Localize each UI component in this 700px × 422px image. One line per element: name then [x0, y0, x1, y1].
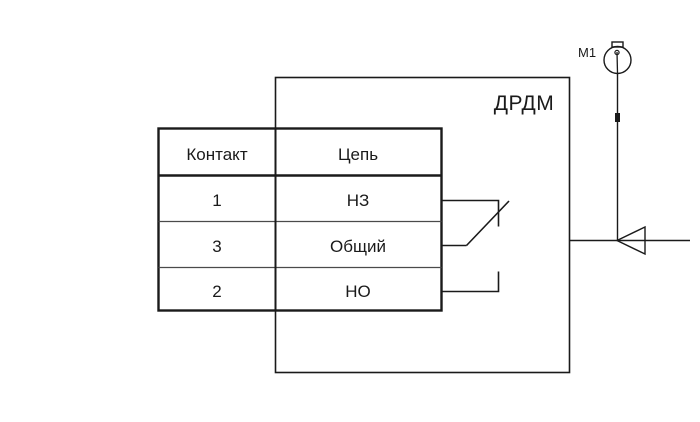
table-cell-circuit-3: НО — [345, 282, 371, 301]
switch-lever — [465, 200, 510, 247]
gauge-label: М1 — [578, 45, 596, 60]
table-cell-contact-1: 1 — [212, 191, 221, 210]
nc-contact-lead — [441, 199, 500, 227]
gauge-needle — [616, 51, 619, 74]
table-cell-contact-3: 2 — [212, 282, 221, 301]
table-cell-circuit-2: Общий — [330, 237, 386, 256]
table-header-contact: Контакт — [186, 145, 247, 164]
table-cell-contact-2: 3 — [212, 237, 221, 256]
gauge-dial — [603, 45, 632, 75]
table-cell-circuit-1: НЗ — [347, 191, 370, 210]
pressure-gauge-icon — [603, 41, 632, 75]
junction-dot-icon — [615, 113, 620, 122]
no-contact-lead — [441, 271, 500, 293]
spdt-switch-icon — [441, 199, 510, 293]
device-label: ДРДМ — [494, 92, 555, 115]
flow-arrow-left-icon — [615, 225, 646, 256]
contact-table-border — [157, 127, 443, 312]
gauge-needle-hub — [614, 49, 620, 56]
table-header-circuit: Цепь — [338, 145, 378, 164]
